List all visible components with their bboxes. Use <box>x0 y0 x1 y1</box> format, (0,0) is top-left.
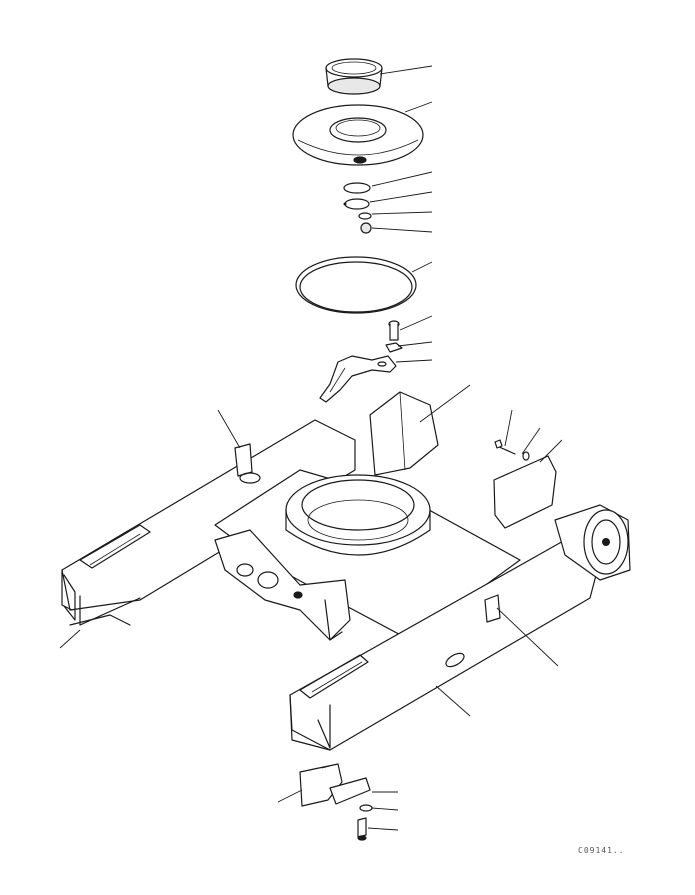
left-foot-mount <box>69 614 131 626</box>
small-shim-1 <box>343 182 371 194</box>
guard-bracket-left <box>234 443 261 484</box>
swing-bearing-ring <box>325 58 383 95</box>
drawing-reference-code: C09141.. <box>578 846 625 855</box>
swing-circle <box>285 474 431 556</box>
washer-bottom <box>359 804 373 812</box>
leader-lines <box>59 65 563 831</box>
track-guard-bottom <box>299 763 371 807</box>
bolt-bottom <box>357 817 367 841</box>
track-frame <box>61 391 631 751</box>
washer <box>358 212 372 220</box>
guard-bracket-right <box>484 594 501 623</box>
bolt-top <box>388 320 400 341</box>
o-ring <box>295 256 417 314</box>
small-shim-2 <box>343 198 370 210</box>
nut <box>360 222 372 234</box>
bolt-right <box>494 439 530 461</box>
lock-plate <box>385 342 403 353</box>
support-bracket <box>319 355 397 403</box>
side-cover-plate <box>493 455 557 529</box>
bearing-cover-plate <box>292 104 424 166</box>
